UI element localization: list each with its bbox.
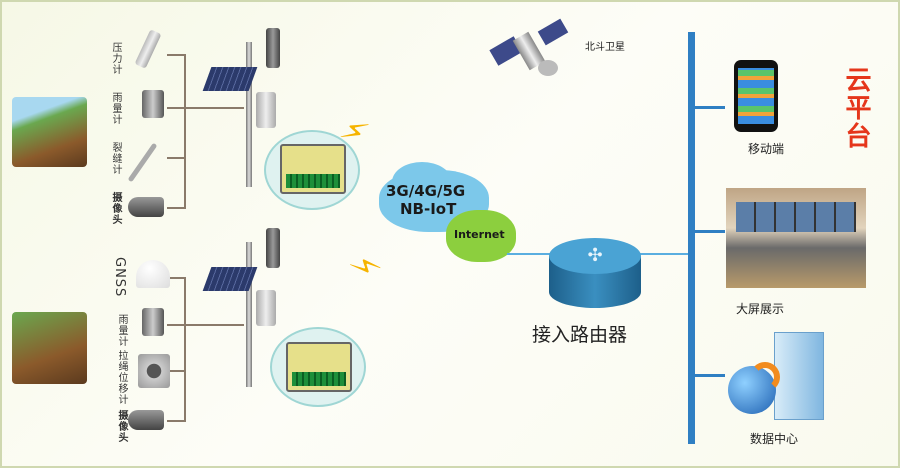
camera-icon: [128, 197, 164, 217]
wireless-signal-icon: ⚡: [340, 246, 388, 288]
connector-line: [184, 277, 186, 422]
phone-screen: [738, 68, 774, 124]
mobile-label: 移动端: [748, 142, 785, 156]
control-box: [256, 92, 276, 128]
slope-terrain-image: [12, 312, 87, 384]
platform-title: 云平台: [841, 66, 871, 150]
rain-gauge-icon: [142, 308, 164, 336]
monitoring-pole: [246, 42, 252, 187]
solar-panel: [202, 267, 258, 291]
antenna-icon: [266, 228, 280, 268]
network-label: 3G/4G/5G: [386, 182, 466, 200]
orbit-arrow-icon: [750, 362, 780, 392]
router-label: 接入路由器: [532, 324, 628, 346]
connector-line: [167, 324, 184, 326]
mobile-network-cloud: [392, 162, 452, 202]
data-logger-device: [286, 342, 352, 392]
connector-line: [167, 107, 184, 109]
sensor-label: 摄像头: [116, 410, 127, 443]
monitoring-pole: [246, 242, 252, 387]
sensor-label: 裂缝计: [110, 142, 121, 175]
big-screen-image: [726, 188, 866, 288]
control-box: [256, 290, 276, 326]
connector-line: [167, 54, 184, 56]
video-wall: [736, 202, 856, 232]
satellite-solar-wing: [537, 18, 569, 46]
data-center-icon: [728, 332, 828, 424]
screen-label: 大屏展示: [736, 302, 785, 316]
router-arrows-icon: ✣: [549, 238, 641, 274]
landslide-terrain-image: [12, 97, 87, 167]
datacenter-label: 数据中心: [750, 432, 799, 446]
nbiot-label: NB-IoT: [400, 200, 457, 218]
satellite-dish: [538, 60, 558, 76]
data-logger-device: [280, 144, 346, 194]
connector-line: [170, 277, 184, 279]
internet-cloud: [446, 210, 516, 262]
sensor-label: 拉绳位移计: [116, 350, 127, 405]
sensor-label: 雨量计: [110, 92, 121, 125]
camera-icon: [128, 410, 164, 430]
connector-line: [184, 107, 244, 109]
bus-branch-line: [695, 374, 725, 377]
satellite-label: 北斗卫星: [585, 42, 625, 53]
router-icon: ✣: [549, 238, 641, 310]
connector-line: [167, 157, 184, 159]
sensor-label: 压力计: [110, 42, 121, 75]
bus-branch-line: [695, 230, 725, 233]
draw-wire-sensor-icon: [138, 354, 170, 388]
mobile-phone-icon: [734, 60, 778, 132]
solar-panel: [202, 67, 258, 91]
connector-line: [184, 324, 244, 326]
internet-label: Internet: [454, 228, 505, 241]
pressure-gauge-icon: [134, 29, 162, 69]
network-bus: [688, 32, 695, 444]
connector-line: [170, 370, 184, 372]
server-tower: [774, 332, 824, 420]
connector-line: [167, 420, 184, 422]
satellite-icon: [489, 18, 572, 80]
gnss-antenna-icon: [136, 260, 170, 288]
sensor-label: 摄像头: [110, 192, 121, 225]
bus-branch-line: [695, 106, 725, 109]
rain-gauge-icon: [142, 90, 164, 118]
crack-meter-icon: [127, 142, 158, 183]
sensor-label: 雨量计: [116, 314, 127, 347]
sensor-label: GNSS: [112, 257, 127, 298]
connector-line: [167, 207, 184, 209]
connector-line: [184, 54, 186, 209]
antenna-icon: [266, 28, 280, 68]
